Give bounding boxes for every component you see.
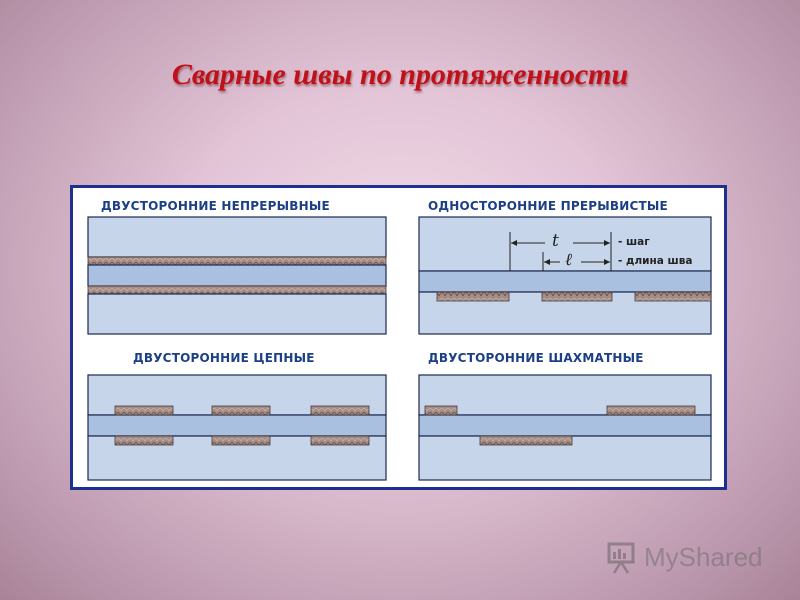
pitch-symbol: t [552, 231, 559, 251]
presentation-board-icon [607, 542, 635, 574]
watermark-text: MyShared [644, 541, 763, 572]
panel-label-intermittent: ОДНОСТОРОННИЕ ПРЕРЫВИСТЫЕ [428, 199, 668, 213]
panel-chain-diagram [87, 374, 387, 481]
panel-label-staggered: ДВУСТОРОННИЕ ШАХМАТНЫЕ [428, 351, 644, 365]
slide-title: Сварные швы по протяженности [171, 58, 629, 91]
weld-segment [436, 291, 510, 302]
pitch-legend: - шаг [618, 236, 650, 248]
panel-intermittent-diagram [418, 216, 712, 335]
weld-diagram-svg [87, 216, 712, 481]
weld-seams-figure: ДВУСТОРОННИЕ НЕПРЕРЫВНЫЕ ОДНОСТОРОННИЕ П… [70, 185, 727, 490]
weld-bead-bottom [87, 285, 387, 295]
panel-label-continuous: ДВУСТОРОННИЕ НЕПРЕРЫВНЫЕ [101, 199, 330, 213]
weld-bead-top [87, 256, 387, 266]
length-legend: - длина шва [618, 255, 693, 267]
weld-segment [541, 291, 613, 302]
panel-staggered-diagram [418, 374, 712, 481]
panel-label-chain: ДВУСТОРОННИЕ ЦЕПНЫЕ [133, 351, 315, 365]
myshared-watermark: MyShared [606, 538, 776, 576]
length-symbol: ℓ [565, 250, 573, 270]
panel-continuous-diagram [87, 216, 387, 335]
weld-segment [634, 291, 712, 302]
